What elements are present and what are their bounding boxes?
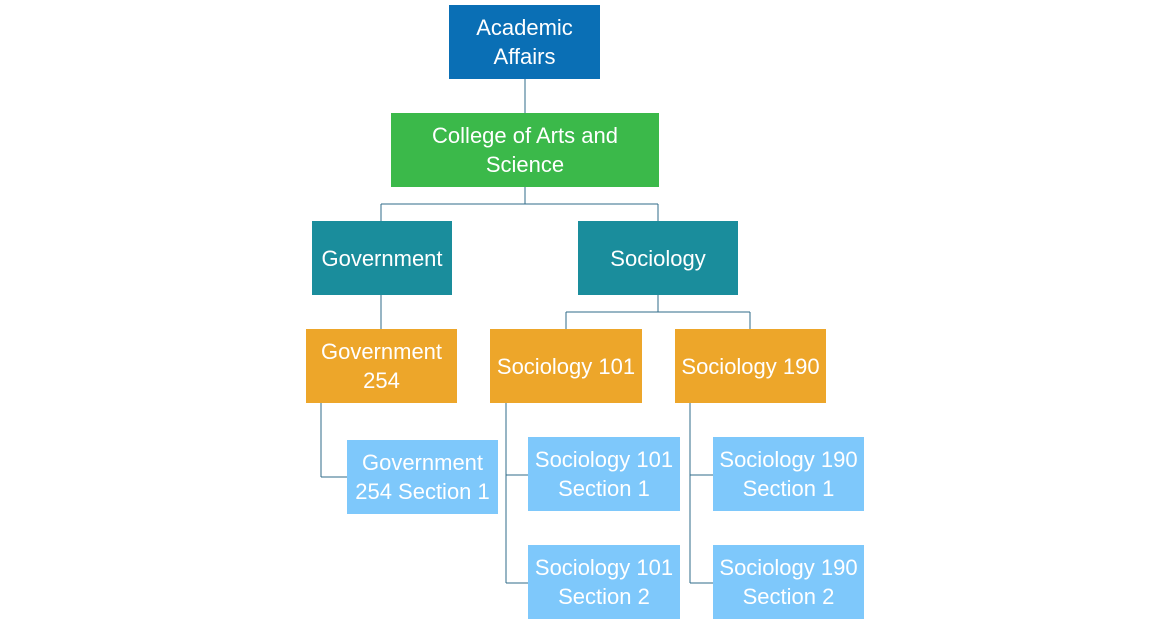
node-government-254[interactable]: Government 254 [306, 329, 457, 403]
node-sociology-190[interactable]: Sociology 190 [675, 329, 826, 403]
node-sociology-101-section-1-label: Sociology 101 Section 1 [534, 447, 674, 501]
node-government-254-section-1[interactable]: Government 254 Section 1 [347, 440, 498, 514]
node-sociology-label: Sociology [610, 245, 706, 271]
node-government-254-section-1-label: Government 254 Section 1 [355, 450, 490, 504]
node-government[interactable]: Government [312, 221, 452, 295]
node-sociology-101-section-1[interactable]: Sociology 101 Section 1 [528, 437, 680, 511]
node-sociology[interactable]: Sociology [578, 221, 738, 295]
node-sociology-101-section-2-label: Sociology 101 Section 2 [534, 555, 674, 609]
node-sociology-190-label: Sociology 190 [681, 353, 820, 379]
node-academic-affairs[interactable]: Academic Affairs [449, 5, 600, 79]
node-college-label: College of Arts and Science [432, 123, 618, 177]
node-sociology-190-section-1[interactable]: Sociology 190 Section 1 [713, 437, 864, 511]
node-college-of-arts-and-science[interactable]: College of Arts and Science [391, 113, 659, 187]
node-government-label: Government [321, 245, 443, 271]
node-government-254-label: Government 254 [320, 339, 443, 393]
node-sociology-101-section-2[interactable]: Sociology 101 Section 2 [528, 545, 680, 619]
node-sociology-190-section-1-label: Sociology 190 Section 1 [719, 447, 858, 501]
node-academic-affairs-label: Academic Affairs [476, 15, 573, 69]
node-sociology-101-label: Sociology 101 [496, 353, 636, 379]
node-sociology-190-section-2[interactable]: Sociology 190 Section 2 [713, 545, 864, 619]
node-sociology-101[interactable]: Sociology 101 [490, 329, 642, 403]
node-sociology-190-section-2-label: Sociology 190 Section 2 [719, 555, 858, 609]
